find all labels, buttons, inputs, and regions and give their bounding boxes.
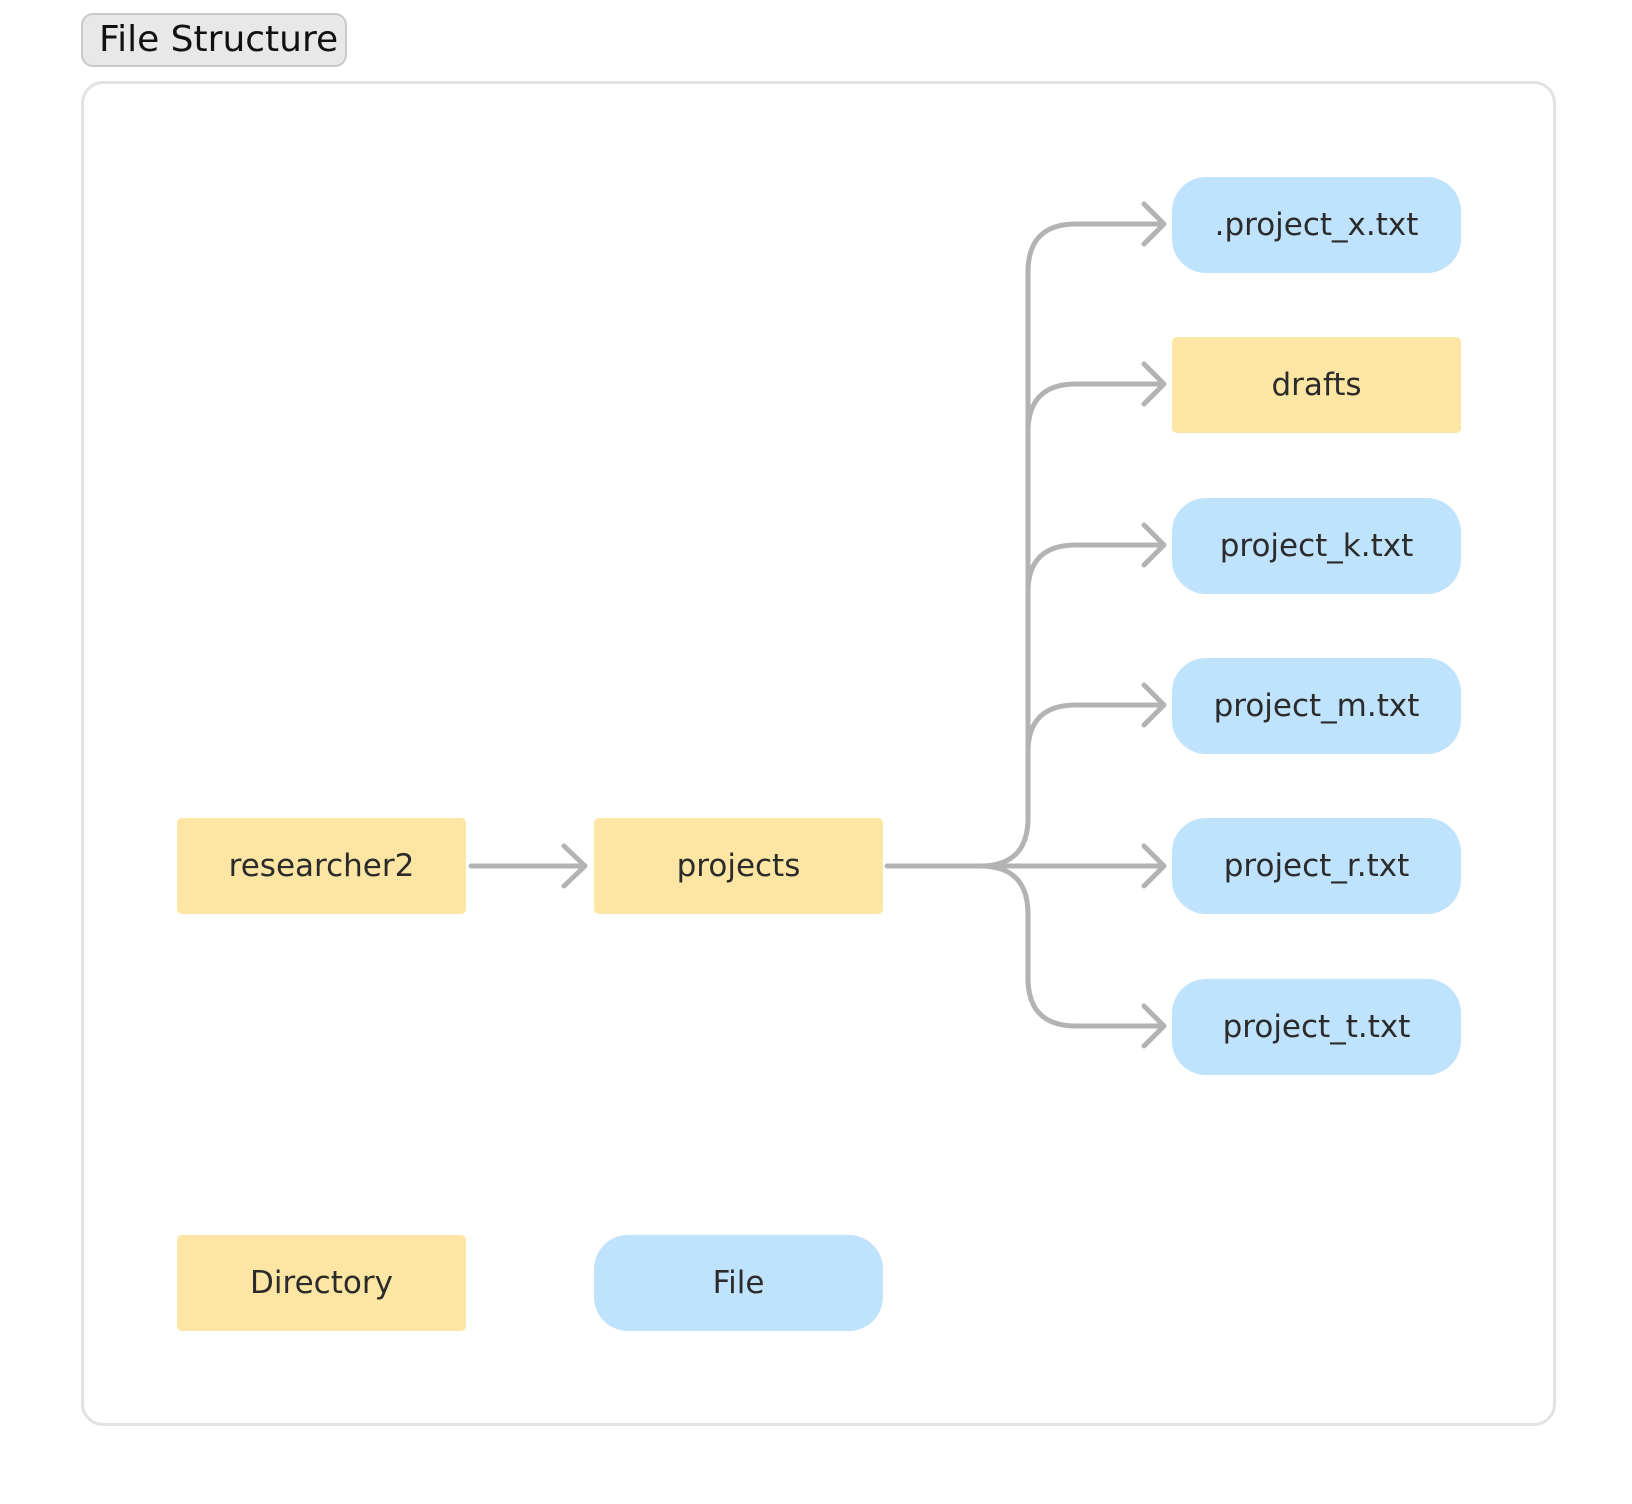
legend-file: File xyxy=(594,1235,883,1331)
arrowhead-item-4 xyxy=(1141,843,1167,889)
arrowhead-item-2 xyxy=(1141,522,1167,568)
node-project-x-file: .project_x.txt xyxy=(1172,177,1461,273)
node-researcher2: researcher2 xyxy=(177,818,466,914)
arrowhead-item-1 xyxy=(1141,361,1167,407)
node-project-r-file: project_r.txt xyxy=(1172,818,1461,914)
arrowhead-item-5 xyxy=(1141,1003,1167,1049)
arrowhead-item-0 xyxy=(1141,201,1167,247)
node-project-m-file: project_m.txt xyxy=(1172,658,1461,754)
diagram-title: File Structure xyxy=(81,13,347,67)
node-projects: projects xyxy=(594,818,883,914)
node-drafts-directory: drafts xyxy=(1172,337,1461,433)
edge-to-item-5 xyxy=(977,863,1165,1029)
arrowhead-item-3 xyxy=(1141,682,1167,728)
legend-directory: Directory xyxy=(177,1235,466,1331)
node-project-t-file: project_t.txt xyxy=(1172,979,1461,1075)
edge-to-item-3 xyxy=(1025,702,1165,755)
edge-to-item-0 xyxy=(977,221,1165,869)
arrowhead-projects xyxy=(561,843,588,889)
edge-to-item-1 xyxy=(1025,381,1165,435)
node-project-k-file: project_k.txt xyxy=(1172,498,1461,594)
edge-to-item-2 xyxy=(1025,542,1165,595)
